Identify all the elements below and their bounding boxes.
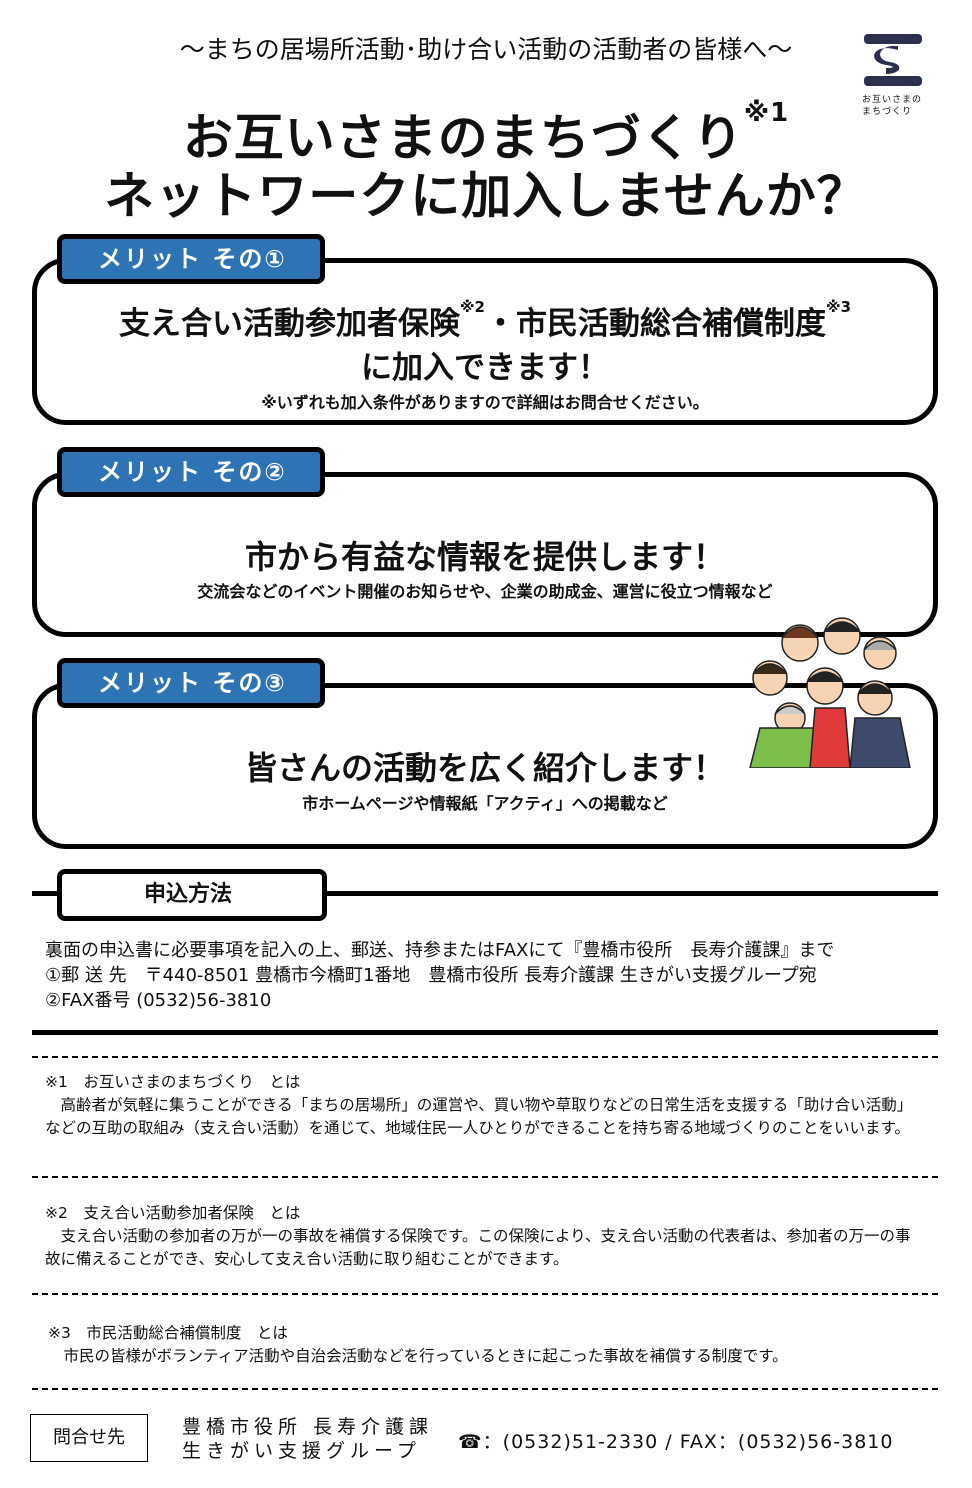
people-cheering-illustration — [749, 617, 911, 768]
thick-divider — [32, 1030, 938, 1035]
footnote-ref: ※1 — [743, 98, 790, 128]
logo-text: お互いさまの — [862, 95, 923, 105]
section-divider — [32, 891, 938, 896]
merit-2-box — [32, 472, 938, 637]
footnote-ref: ※3 — [826, 298, 852, 316]
phone-icon: ☎ — [458, 1431, 483, 1453]
contact-label: 問合せ先 — [30, 1414, 148, 1462]
merit-1-headline: 支え合い活動参加者保険※2・市民活動総合補償制度※3 — [32, 298, 938, 343]
fax-number: ②FAX番号 (0532)56-3810 — [45, 990, 272, 1011]
merit-3-tab: メリット その③ — [57, 658, 325, 708]
title-text: お互いさまのまちづくり — [182, 109, 744, 167]
merit-2-detail: 交流会などのイベント開催のお知らせや、企業の助成金、運営に役立つ情報など — [197, 582, 773, 601]
note-title: ※1 お互いさまのまちづくり とは — [45, 1073, 301, 1091]
merit-1-detail: ※いずれも加入条件がありますので詳細はお問合せください。 — [261, 393, 709, 412]
merit-1-box — [32, 258, 938, 425]
dashed-divider — [32, 1388, 938, 1390]
merit-2-tab: メリット その② — [57, 447, 325, 497]
merit-1-tab: メリット その① — [57, 234, 325, 284]
logo-text: まちづくり — [862, 107, 913, 117]
logo: お互いさまのまちづくり — [860, 30, 930, 120]
phone-fax-text: ：(0532)51-2330 / FAX：(0532)56-3810 — [482, 1431, 894, 1453]
dashed-divider — [32, 1293, 938, 1295]
dashed-divider — [32, 1056, 938, 1058]
main-title-line1: お互いさまのまちづくり※1 — [0, 98, 972, 170]
dashed-divider — [32, 1176, 938, 1178]
note-1: ※1 お互いさまのまちづくり とは 高齢者が気軽に集うことができる「まちの居場所… — [45, 1071, 925, 1140]
merit-3-headline: 皆さんの活動を広く紹介します！ — [244, 749, 725, 787]
merit-3-detail: 市ホームページや情報紙「アクティ」への掲載など — [302, 794, 668, 813]
note-text: 支え合い活動の参加者の万が一の事故を補償する保険です。この保険により、支え合い活… — [45, 1227, 911, 1268]
org-group: 生きがい支援グループ — [182, 1440, 421, 1462]
footnote-ref: ※2 — [459, 298, 485, 316]
note-text: 高齢者が気軽に集うことができる「まちの居場所」の運営や、買い物や草取りなどの日常… — [45, 1096, 913, 1137]
subtitle: ～まちの居場所活動･助け合い活動の活動者の皆様へ～ — [179, 35, 793, 64]
logo-mark-icon — [864, 34, 922, 86]
headline-text: ・市民活動総合補償制度 — [485, 306, 826, 342]
mail-address: ①郵 送 先 〒440-8501 豊橋市今橋町1番地 豊橋市役所 長寿介護課 生… — [45, 965, 817, 986]
merit-2-headline: 市から有益な情報を提供します！ — [244, 538, 725, 576]
note-title: ※2 支え合い活動参加者保険 とは — [45, 1204, 301, 1222]
contact-org: 豊橋市役所 長寿介護課 生きがい支援グループ — [182, 1415, 433, 1463]
contact-phone: ☎：(0532)51-2330 / FAX：(0532)56-3810 — [458, 1427, 893, 1454]
merit-1-headline-2: に加入できます！ — [361, 350, 609, 386]
note-2: ※2 支え合い活動参加者保険 とは 支え合い活動の参加者の万が一の事故を補償する… — [45, 1202, 925, 1271]
org-name: 豊橋市役所 長寿介護課 — [182, 1416, 434, 1438]
apply-line: 裏面の申込書に必要事項を記入の上、郵送、持参またはFAXにて『豊橋市役所 長寿介… — [45, 940, 835, 961]
apply-instructions: 裏面の申込書に必要事項を記入の上、郵送、持参またはFAXにて『豊橋市役所 長寿介… — [45, 938, 834, 1013]
main-title-line2: ネットワークに加入しませんか？ — [104, 167, 868, 225]
note-text: 市民の皆様がボランティア活動や自治会活動などを行っているときに起こった事故を補償… — [48, 1347, 788, 1365]
headline-text: 支え合い活動参加者保険 — [118, 306, 460, 342]
note-3: ※3 市民活動総合補償制度 とは 市民の皆様がボランティア活動や自治会活動などを… — [48, 1322, 928, 1368]
note-title: ※3 市民活動総合補償制度 とは — [48, 1324, 288, 1342]
apply-method-tab: 申込方法 — [57, 869, 327, 921]
